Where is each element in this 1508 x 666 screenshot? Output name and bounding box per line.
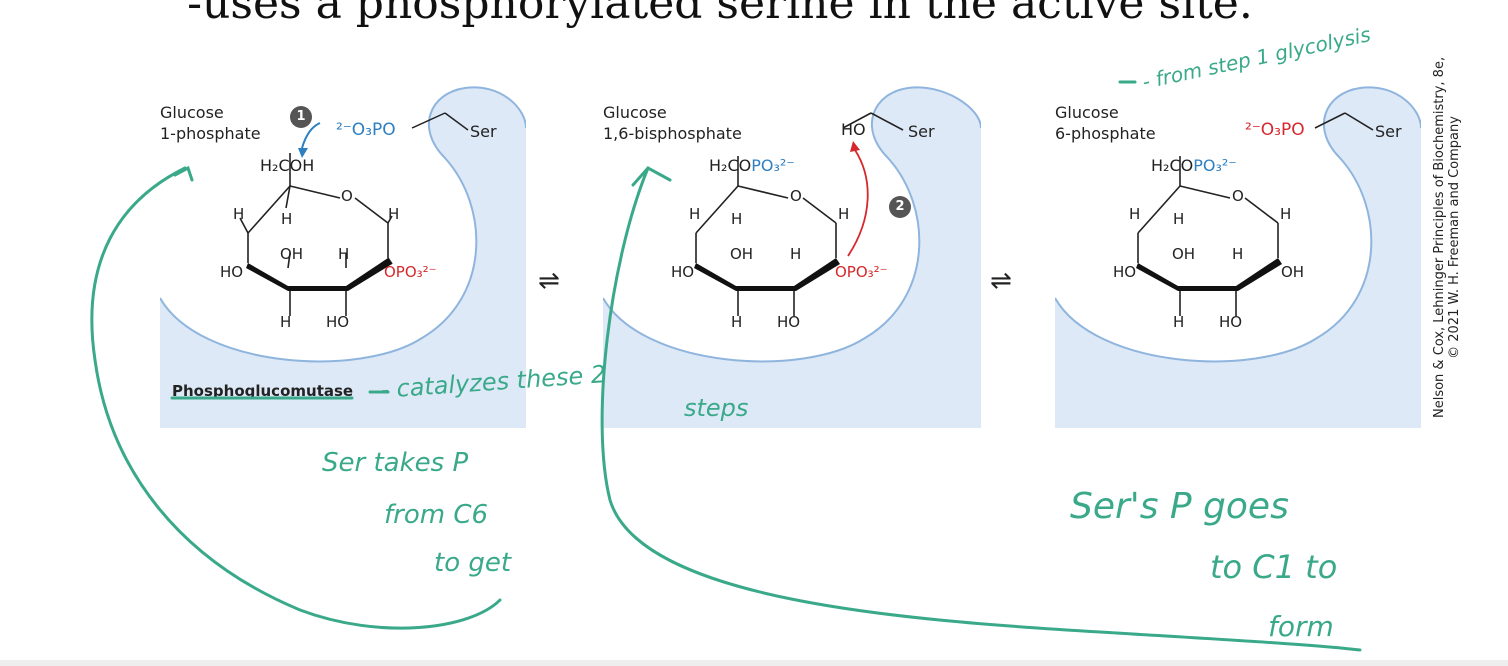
c6-group: H₂COPO₃²⁻ <box>709 156 795 175</box>
ring-oxygen: O <box>1232 187 1244 205</box>
equilibrium-arrow-1: ⇌ <box>538 266 560 296</box>
compound-name-3: Glucose 6-phosphate <box>1055 103 1156 143</box>
note-sers-p-1: Ser's P goes <box>1070 486 1289 527</box>
atom-oh: OH <box>730 245 754 263</box>
atom-ho: HO <box>1113 263 1137 281</box>
ring-oxygen: O <box>790 187 802 205</box>
atom-ho: HO <box>326 313 350 331</box>
ser-label: Ser <box>470 122 497 141</box>
c1-phosphate: OPO₃²⁻ <box>835 263 888 281</box>
equilibrium-arrow-2: ⇌ <box>990 266 1012 296</box>
step1-arrow <box>301 122 321 149</box>
atom-h: H <box>233 205 245 223</box>
slide-title: -uses a phosphorylated serine in the act… <box>187 0 1253 29</box>
atom-h: H <box>1173 313 1185 331</box>
step2-arrow <box>847 149 869 257</box>
note-ser-takes-3: to get <box>434 548 512 578</box>
atom-ho: HO <box>220 263 244 281</box>
bottom-edge <box>0 660 1508 666</box>
atom-h: H <box>1173 210 1185 228</box>
note-ser-takes-2: from C6 <box>384 500 489 530</box>
note-sers-p-3: form <box>1268 610 1334 643</box>
ring-oxygen: O <box>341 187 353 205</box>
atom-h: H <box>731 313 743 331</box>
atom-h: H <box>338 245 350 263</box>
atom-h: H <box>790 245 802 263</box>
figure-credit: Nelson & Cox, Lehninger Principles of Bi… <box>1432 56 1462 418</box>
atom-h: H <box>1232 245 1244 263</box>
panel-glucose-1-6-bisphosphate: Glucose 1,6-bisphosphate HO Ser H₂COPO₃²… <box>603 68 981 428</box>
note-ser-takes-1: Ser takes P <box>322 448 469 478</box>
atom-ho: HO <box>1219 313 1243 331</box>
atom-h: H <box>731 210 743 228</box>
c6-group: H₂COPO₃²⁻ <box>1151 156 1237 175</box>
step-1-marker: 1 <box>290 106 312 128</box>
ser-label: Ser <box>908 122 935 141</box>
serine-hydroxyl: HO <box>841 120 866 139</box>
atom-h: H <box>280 313 292 331</box>
enzyme-name: Phosphoglucomutase <box>172 382 354 400</box>
atom-h: H <box>281 210 293 228</box>
step-2-marker: 2 <box>889 196 911 218</box>
ring-bold-edge-1 <box>246 258 392 291</box>
compound-name-2: Glucose 1,6-bisphosphate <box>603 103 742 143</box>
compound-name-1: Glucose 1-phosphate <box>160 103 261 143</box>
atom-h: H <box>1129 205 1141 223</box>
ser-label: Ser <box>1375 122 1402 141</box>
glucose-ring-1 <box>239 153 393 316</box>
atom-ho: HO <box>777 313 801 331</box>
phosphoserine-group: ²⁻O₃PO <box>336 120 396 140</box>
atom-h: H <box>689 205 701 223</box>
atom-ho: HO <box>671 263 695 281</box>
atom-oh: OH <box>280 245 304 263</box>
note-sers-p-2: to C1 to <box>1210 548 1338 586</box>
atom-oh: OH <box>1172 245 1196 263</box>
c1-phosphate: OPO₃²⁻ <box>384 263 437 281</box>
atom-h: H <box>1280 205 1292 223</box>
atom-h: H <box>388 205 400 223</box>
phosphoserine-group: ²⁻O₃PO <box>1245 120 1305 140</box>
c6-group: H₂COH <box>260 156 315 175</box>
note-steps: steps <box>684 394 749 422</box>
atom-h: H <box>838 205 850 223</box>
c1-hydroxyl: OH <box>1281 263 1305 281</box>
panel-glucose-6-phosphate: Glucose 6-phosphate ²⁻O₃PO Ser H₂COPO₃²⁻… <box>1055 68 1421 428</box>
